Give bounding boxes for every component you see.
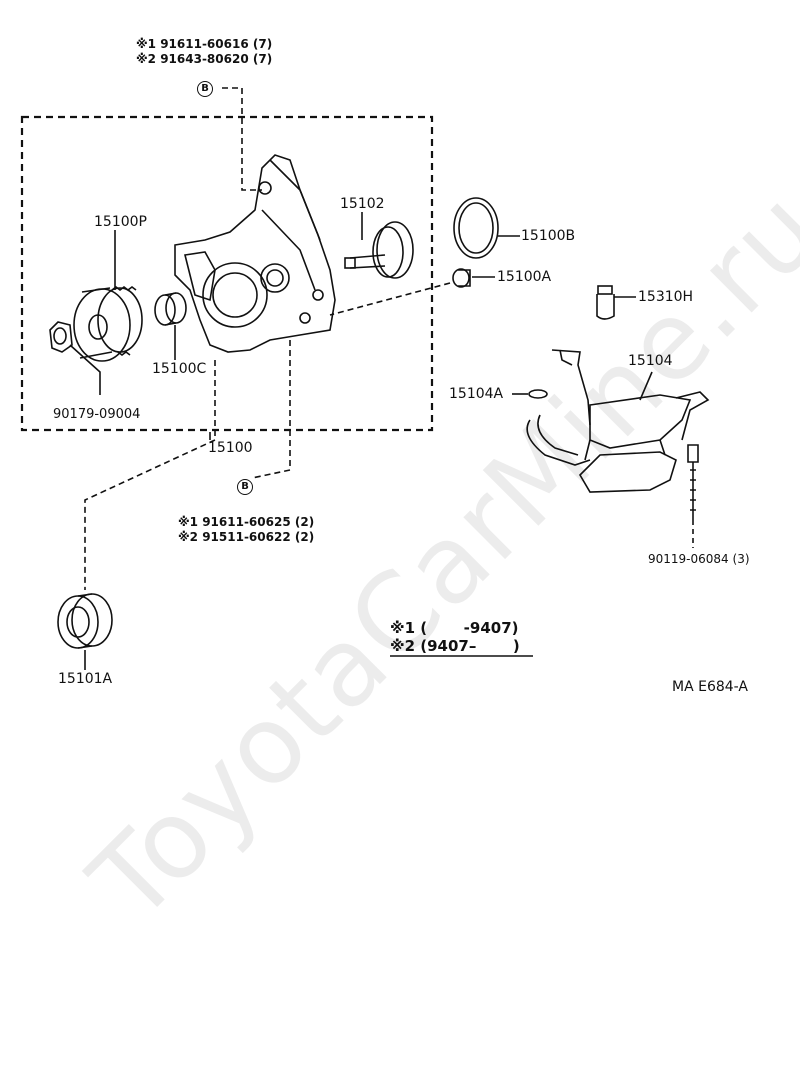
drive-gear — [73, 286, 143, 362]
bushing-15100c — [154, 292, 187, 326]
label-15101a: 15101A — [58, 671, 113, 687]
quantity: (2) — [294, 515, 315, 529]
mark: ※1 — [136, 37, 157, 51]
leader-seal — [84, 360, 216, 590]
part-number: 90119-06084 — [648, 552, 729, 566]
bolt-90119 — [687, 444, 699, 520]
label-15310h: 15310H — [638, 289, 694, 305]
bottom-bolt-line-1: ※1 91611-60625 (2) — [178, 515, 314, 529]
quantity: (2) — [294, 530, 315, 544]
diagram-code: MA E684-A — [672, 679, 748, 695]
mark: ※1 — [390, 619, 416, 637]
mark: ※2 — [178, 530, 199, 544]
top-bolt-line-2: ※2 91643-80620 (7) — [136, 52, 272, 66]
part-number: 91611-60625 — [202, 515, 291, 529]
oil-pump-body — [174, 154, 336, 353]
mark: ※2 — [390, 637, 416, 655]
quantity: (7) — [252, 52, 273, 66]
part-number: 91611-60616 — [160, 37, 249, 51]
bottom-bolt-line-2: ※2 91511-60622 (2) — [178, 530, 314, 544]
o-ring-15100b — [453, 197, 499, 259]
nut-90179 — [49, 321, 73, 353]
mark: ※1 — [178, 515, 199, 529]
label-15100b: 15100B — [521, 228, 576, 244]
label-90119: 90119-06084 (3) — [648, 551, 750, 567]
label-90179: 90179-09004 — [53, 407, 141, 422]
bolt-marker-top: B — [197, 81, 213, 97]
assembly-boundary — [20, 115, 434, 432]
legend-line-2: ※2 (9407– ) — [390, 637, 520, 655]
plug-15100a — [452, 268, 471, 288]
seal-15101a — [57, 593, 113, 649]
part-number: 91511-60622 — [202, 530, 291, 544]
part-number: 91643-80620 — [160, 52, 249, 66]
label-15100c: 15100C — [152, 361, 207, 377]
oil-strainer-15104 — [526, 349, 710, 493]
mark: ※2 — [136, 52, 157, 66]
leader-15104 — [639, 371, 653, 401]
range: (9407– ) — [420, 637, 520, 655]
legend-line-1: ※1 ( -9407) — [390, 619, 519, 637]
leader-top-bolt — [222, 87, 262, 191]
quantity: (7) — [252, 37, 273, 51]
leader-bottom-bolt — [251, 340, 291, 479]
leader-15100a — [329, 282, 451, 316]
rotor-15102 — [344, 221, 414, 279]
label-15100: 15100 — [208, 440, 253, 456]
label-15100a: 15100A — [497, 269, 552, 285]
label-15104: 15104 — [628, 353, 673, 369]
label-15102: 15102 — [340, 196, 385, 212]
quantity: (3) — [732, 552, 750, 566]
range: ( -9407) — [420, 619, 519, 637]
label-15104a: 15104A — [449, 386, 504, 402]
gasket-15104a — [528, 389, 548, 399]
label-15100p: 15100P — [94, 214, 147, 230]
sensor-15310h — [596, 285, 615, 320]
top-bolt-line-1: ※1 91611-60616 (7) — [136, 37, 272, 51]
leader-90179 — [69, 344, 101, 395]
bolt-marker-bottom: B — [237, 479, 253, 495]
